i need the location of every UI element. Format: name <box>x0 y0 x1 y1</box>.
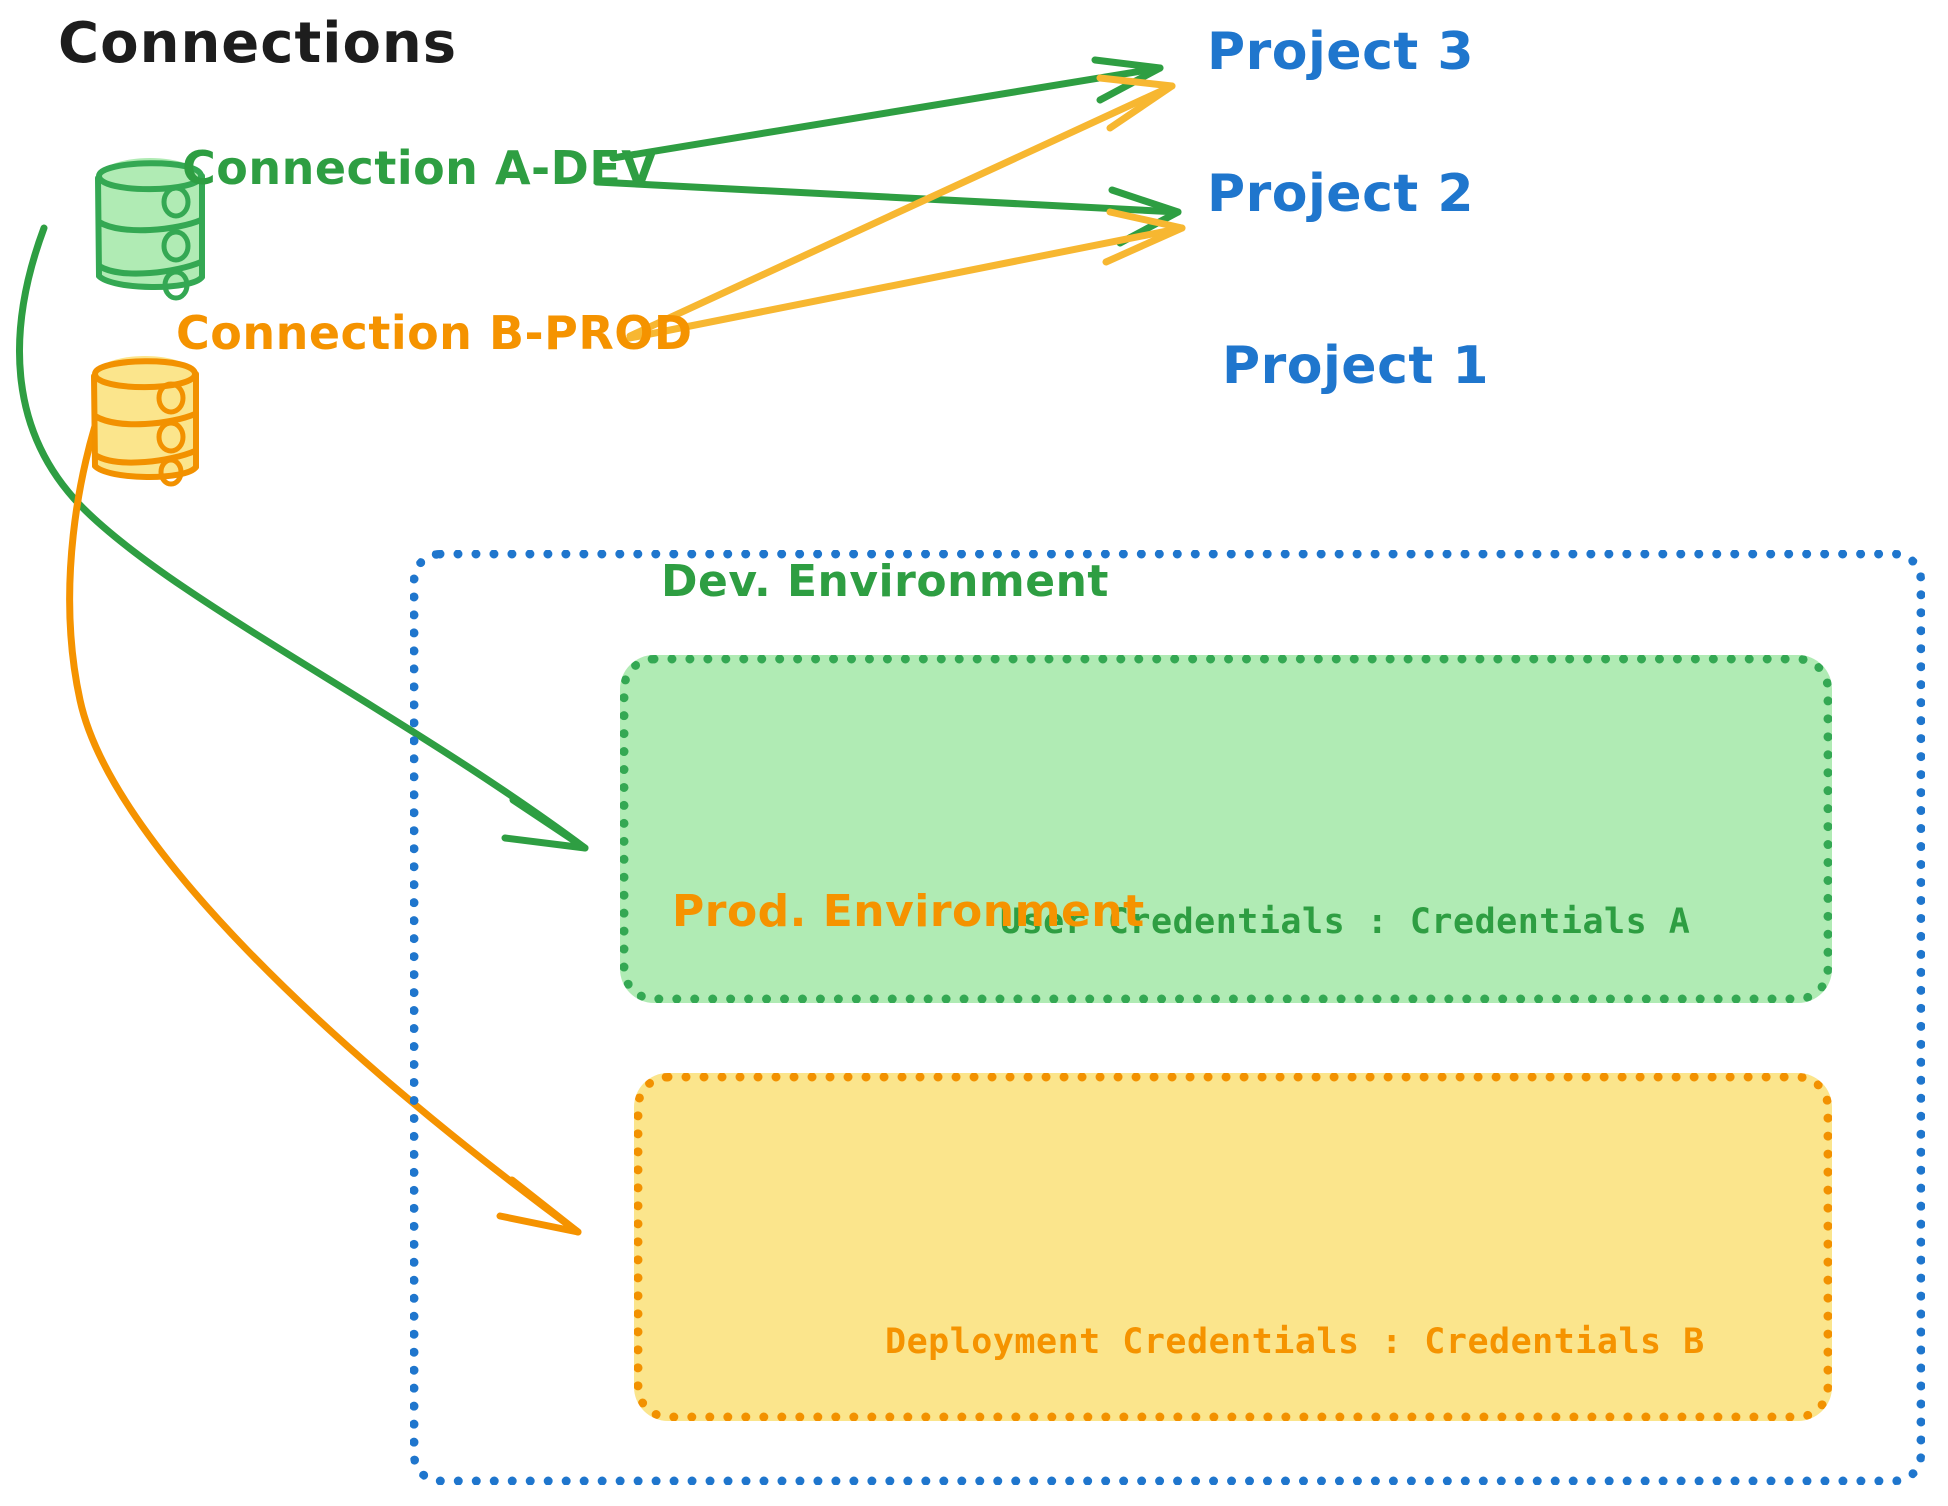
edge-b-prod-to-project-3 <box>626 74 1176 340</box>
database-cylinder-icon-a-dev[interactable] <box>95 158 205 302</box>
prod-environment-title: Prod. Environment <box>672 886 1145 937</box>
database-cylinder-icon-b-prod[interactable] <box>91 356 199 487</box>
dev-environment-title: Dev. Environment <box>661 556 1109 607</box>
page-title: Connections <box>58 11 458 76</box>
project-label-project-2[interactable]: Project 2 <box>1207 164 1475 224</box>
project-label-project-3[interactable]: Project 3 <box>1207 22 1475 82</box>
connection-label-a-dev[interactable]: Connection A-DEV <box>182 141 658 195</box>
edge-b-prod-to-project-2 <box>626 208 1186 342</box>
dev-environment-credentials: User Credentials : Credentials A <box>1000 902 1691 942</box>
database-cylinder-icon-a-dev-disk-3 <box>162 269 190 301</box>
edge-a-dev-to-dev-environment <box>16 224 589 852</box>
prod-environment-credentials: Deployment Credentials : Credentials B <box>885 1322 1705 1362</box>
connection-label-b-prod[interactable]: Connection B-PROD <box>176 306 693 360</box>
prod-environment-box[interactable] <box>634 1073 1832 1421</box>
dev-environment-box[interactable] <box>620 655 1832 1003</box>
edge-b-prod-to-prod-environment <box>66 395 582 1236</box>
project-label-project-1[interactable]: Project 1 <box>1222 336 1490 396</box>
project-1-container <box>410 550 1925 1485</box>
